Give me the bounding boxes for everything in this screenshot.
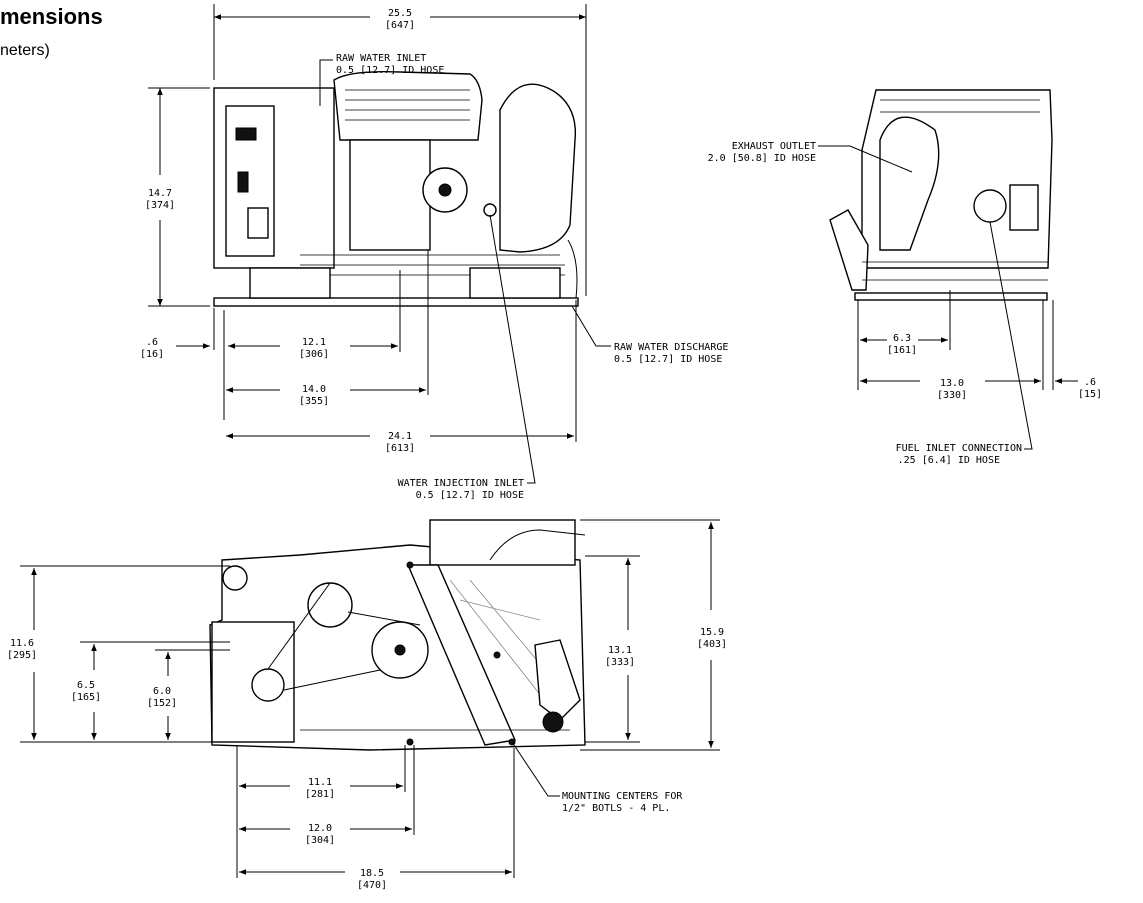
page-title: mensions [0, 4, 103, 29]
top-callouts: MOUNTING CENTERS FOR 1/2" BOTLS - 4 PL. [511, 741, 683, 814]
callout-exhaust-detail: 2.0 [50.8] ID HOSE [708, 153, 816, 164]
callout-mounting-centers-detail: 1/2" BOTLS - 4 PL. [562, 803, 670, 814]
end-dimensions: 6.3 [161] 13.0 [330] .6 [15] [857, 290, 1102, 401]
dim-end-13-0-value: 13.0 [940, 378, 964, 389]
dim-end-offset-metric: [15] [1078, 389, 1102, 400]
dim-end-6-3-metric: [161] [887, 345, 917, 356]
dim-top-15-9-value: 15.9 [700, 627, 724, 638]
side-callouts: RAW WATER INLET 0.5 [12.7] ID HOSE RAW W… [319, 53, 728, 501]
side-engine-head [333, 71, 483, 141]
side-head-fins [345, 89, 470, 121]
side-view [213, 71, 579, 307]
callout-raw-water-inlet-detail: 0.5 [12.7] ID HOSE [336, 65, 444, 76]
callout-water-injection-detail: 0.5 [12.7] ID HOSE [416, 490, 524, 501]
dim-side-width-value: 25.5 [388, 8, 412, 19]
side-switch [235, 127, 257, 141]
end-fuel-pump [973, 189, 1007, 223]
top-mount-bar [406, 564, 517, 746]
dim-side-12-1-metric: [306] [299, 349, 329, 360]
dim-top-13-1-metric: [333] [605, 657, 635, 668]
side-engine-block [349, 139, 431, 251]
dim-top-13-1-value: 13.1 [608, 645, 632, 656]
top-mount-hole-1 [406, 561, 414, 569]
dim-side-12-1-value: 12.1 [302, 337, 326, 348]
side-dimensions: 25.5 [647] 14.7 [374] .6 [16] 12.1 [306]… [140, 4, 587, 454]
callout-fuel-inlet-title: FUEL INLET CONNECTION [896, 443, 1022, 454]
dim-end-13-0-metric: [330] [937, 390, 967, 401]
end-fuel-filter [1009, 184, 1039, 231]
end-base-plate [854, 292, 1048, 301]
side-mount-rear [469, 267, 561, 299]
dim-top-15-9-metric: [403] [697, 639, 727, 650]
callout-raw-water-discharge-detail: 0.5 [12.7] ID HOSE [614, 354, 722, 365]
top-fuel-filter [542, 711, 564, 733]
end-view [829, 89, 1053, 301]
callout-raw-water-discharge-title: RAW WATER DISCHARGE [614, 342, 728, 353]
dim-top-18-5-metric: [470] [357, 880, 387, 891]
dim-top-11-1-metric: [281] [305, 789, 335, 800]
top-exhaust-pipe [489, 529, 586, 561]
dim-top-12-0-metric: [304] [305, 835, 335, 846]
dim-side-offset-value: .6 [146, 337, 158, 348]
callout-mounting-centers-title: MOUNTING CENTERS FOR [562, 791, 683, 802]
dim-top-6-0-metric: [152] [147, 698, 177, 709]
side-discharge-hose [567, 239, 578, 299]
dim-top-18-5-value: 18.5 [360, 868, 384, 879]
top-belt [267, 582, 421, 691]
dim-top-6-5-metric: [165] [71, 692, 101, 703]
side-base-plate [213, 297, 579, 307]
dim-side-width-metric: [647] [385, 20, 415, 31]
top-raw-water-pump [222, 565, 248, 591]
callout-exhaust-title: EXHAUST OUTLET [732, 141, 816, 152]
end-head-fins [880, 99, 1040, 113]
end-callouts: EXHAUST OUTLET 2.0 [50.8] ID HOSE FUEL I… [708, 141, 1033, 466]
side-mount [249, 267, 331, 299]
callout-raw-water-inlet-title: RAW WATER INLET [336, 53, 426, 64]
callout-water-injection-title: WATER INJECTION INLET [398, 478, 524, 489]
dim-end-offset-value: .6 [1084, 377, 1096, 388]
top-idler-pulley [251, 668, 285, 702]
top-fuel-components [534, 639, 581, 721]
dim-top-6-5-value: 6.5 [77, 680, 95, 691]
dim-top-11-6-metric: [295] [7, 650, 37, 661]
dim-side-24-1-value: 24.1 [388, 431, 412, 442]
end-frame [862, 261, 1048, 281]
dim-end-6-3-value: 6.3 [893, 333, 911, 344]
side-exhaust-elbow [499, 83, 577, 253]
top-dimensions: 11.6 [295] 6.5 [165] 6.0 [152] 13.1 [333… [7, 519, 727, 891]
side-water-injection [483, 203, 497, 217]
dim-side-offset-metric: [16] [140, 349, 164, 360]
side-outlet [247, 207, 269, 239]
side-breaker [237, 171, 249, 193]
top-exhaust-block [429, 519, 576, 566]
top-mount-hole-2 [493, 651, 501, 659]
callout-fuel-inlet-detail: .25 [6.4] ID HOSE [898, 455, 1000, 466]
end-lift-bracket [829, 209, 869, 291]
dim-top-12-0-value: 12.0 [308, 823, 332, 834]
dim-top-6-0-value: 6.0 [153, 686, 171, 697]
dim-side-14-0-metric: [355] [299, 396, 329, 407]
dim-side-24-1-metric: [613] [385, 443, 415, 454]
dim-side-14-0-value: 14.0 [302, 384, 326, 395]
dim-top-11-1-value: 11.1 [308, 777, 332, 788]
top-mount-hole-3 [406, 738, 414, 746]
top-crank-hub [394, 644, 406, 656]
end-exhaust [879, 116, 940, 251]
top-view [209, 519, 586, 751]
dim-side-height-metric: [374] [145, 200, 175, 211]
dim-top-11-6-value: 11.6 [10, 638, 34, 649]
page-subtitle: neters) [0, 42, 50, 59]
dim-side-height-value: 14.7 [148, 188, 172, 199]
side-pulley-hub [438, 183, 452, 197]
